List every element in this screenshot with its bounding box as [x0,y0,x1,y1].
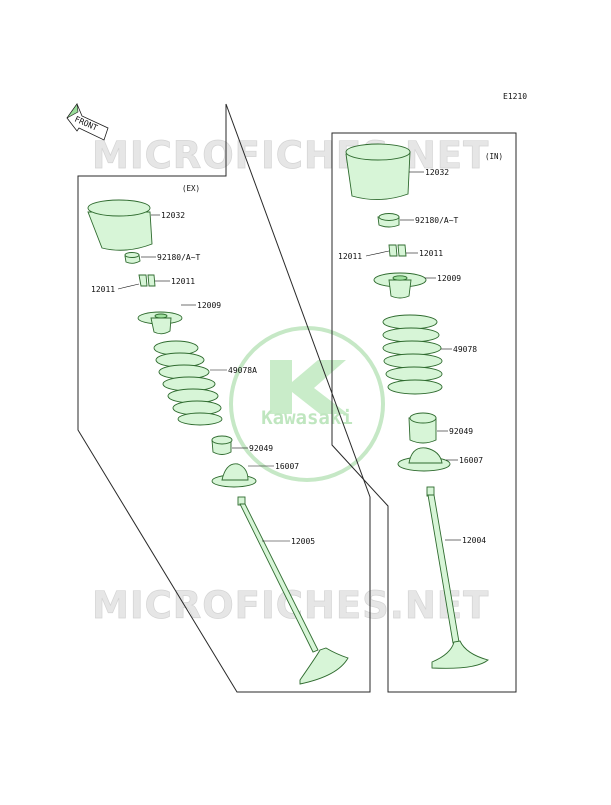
ex-retainer [137,311,183,335]
ex-spring-seat [211,463,257,488]
in-label-valve: 12004 [462,536,486,545]
ex-label-spring-seat: 16007 [275,462,299,471]
in-retainer [373,272,427,299]
in-label-cotter-right: 12011 [419,249,443,258]
intake-frame [331,132,517,693]
in-spring-seat [397,447,451,472]
ex-seal [211,435,233,455]
ex-spring [153,340,223,426]
kawasaki-logo: Kawasaki [229,326,385,482]
in-label-tappet: 12032 [425,168,449,177]
in-seal [408,412,437,444]
watermark-bottom: MICROFICHES.NET [92,584,489,627]
ex-label-retainer: 12009 [197,301,221,310]
diagram-code: E1210 [503,92,527,101]
ex-label-shim: 92180/A~T [157,253,201,262]
ex-cotters [138,274,156,287]
in-label-retainer: 12009 [437,274,461,283]
intake-group-label: (IN) [485,152,503,161]
ex-valve [237,496,349,685]
ex-tappet [87,199,153,251]
ex-label-cotter-right: 12011 [171,277,195,286]
in-tappet [345,143,411,200]
in-label-spring-seat: 16007 [459,456,483,465]
ex-label-spring: 49078A [228,366,257,375]
in-label-seal: 92049 [449,427,473,436]
ex-shim [124,252,141,264]
front-arrow-icon: FRONT [66,103,109,141]
in-shim [377,213,400,228]
exhaust-group-label: (EX) [182,184,200,193]
in-cotters [388,244,407,257]
ex-label-seal: 92049 [249,444,273,453]
exhaust-frame [77,103,371,693]
in-spring [382,314,443,395]
in-valve [426,486,489,669]
ex-label-cotter-left: 12011 [91,285,115,294]
ex-label-valve: 12005 [291,537,315,546]
ex-label-tappet: 12032 [161,211,185,220]
in-label-cotter-left: 12011 [338,252,362,261]
logo-wordmark: Kawasaki [261,407,353,429]
in-label-shim: 92180/A~T [415,216,459,225]
watermark-top: MICROFICHES.NET [92,134,489,177]
in-label-spring: 49078 [453,345,477,354]
